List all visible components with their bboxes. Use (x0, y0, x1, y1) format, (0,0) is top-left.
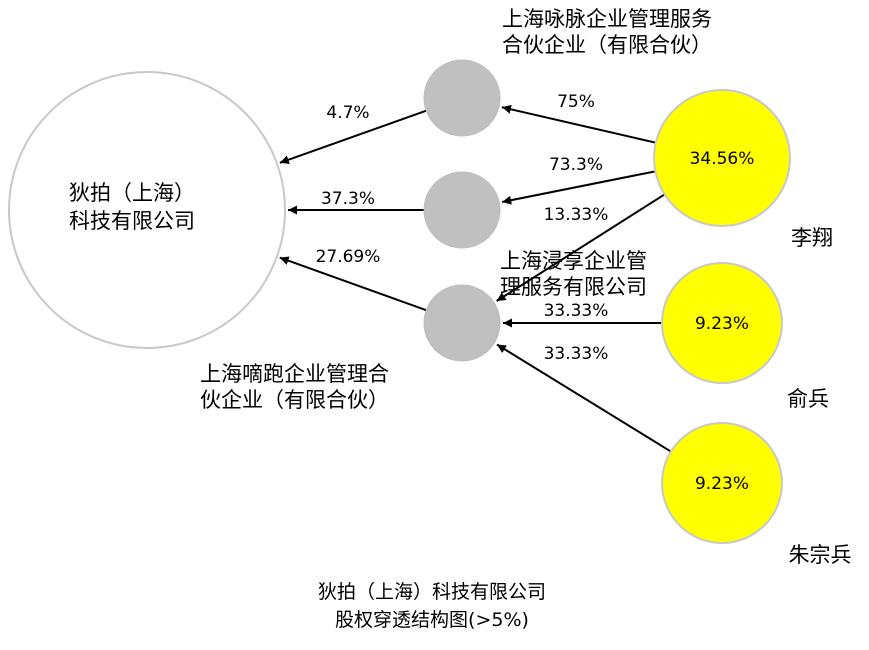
edge-label-person-1-to-holding-2: 33.33% (544, 301, 609, 321)
edge-label-holding-2-to-company: 27.69% (316, 247, 381, 267)
holding-3-name-line-1: 上海嘀跑企业管理合 (200, 362, 389, 386)
caption-line-1: 狄拍（上海）科技有限公司 (318, 581, 546, 603)
holding-1-name-line-1: 上海咏脉企业管理服务 (502, 7, 712, 31)
holding-1-name-line-2: 合伙企业（有限合伙） (502, 33, 712, 57)
edge-label-person-0-to-holding-2: 13.33% (544, 205, 609, 225)
person-2-name: 俞兵 (787, 387, 829, 411)
person-1-name: 李翔 (791, 226, 833, 250)
person-node-3 (661, 422, 783, 544)
company-node (8, 71, 286, 349)
edge-label-person-2-to-holding-2: 33.33% (544, 344, 609, 364)
caption-line-2: 股权穿透结构图(>5%) (335, 609, 529, 631)
edge-holding-0-to-company (279, 109, 427, 164)
edge-person-0-to-holding-0 (501, 104, 656, 144)
holding-node-2 (423, 171, 501, 249)
edge-person-0-to-holding-1 (502, 170, 656, 205)
person-2-percent: 9.23% (695, 314, 749, 334)
labels-layer: 4.7% 37.3% 27.69% 75% 73.3% 13.33% 33.33% 33.33… (69, 7, 852, 567)
company-name-line-2: 科技有限公司 (69, 209, 195, 233)
holding-node-1 (423, 59, 501, 137)
holding-node-3 (423, 284, 501, 362)
edge-label-holding-0-to-company: 4.7% (326, 103, 369, 123)
diagram-caption: 狄拍（上海）科技有限公司 股权穿透结构图(>5%) (318, 581, 546, 631)
holding-3-name-line-2: 伙企业（有限合伙） (200, 388, 389, 412)
edges-layer (279, 104, 672, 453)
edge-holding-2-to-company (279, 256, 427, 312)
person-3-percent: 9.23% (695, 474, 749, 494)
person-node-2 (661, 262, 783, 384)
nodes-layer (8, 59, 791, 544)
edge-person-2-to-holding-2 (496, 343, 672, 453)
edge-person-0-to-holding-2 (496, 193, 666, 302)
person-3-name: 朱宗兵 (789, 543, 852, 567)
person-node-1 (653, 89, 791, 227)
company-name-line-1: 狄拍（上海） (69, 181, 195, 205)
person-1-percent: 34.56% (690, 149, 755, 169)
edge-label-holding-1-to-company: 37.3% (321, 189, 375, 209)
edge-label-person-0-to-holding-1: 73.3% (549, 155, 603, 175)
edge-label-person-0-to-holding-0: 75% (557, 92, 595, 112)
floating-label-1-line-1: 上海浸享企业管 (500, 249, 647, 273)
floating-label-1-line-2: 理服务有限公司 (500, 275, 647, 299)
